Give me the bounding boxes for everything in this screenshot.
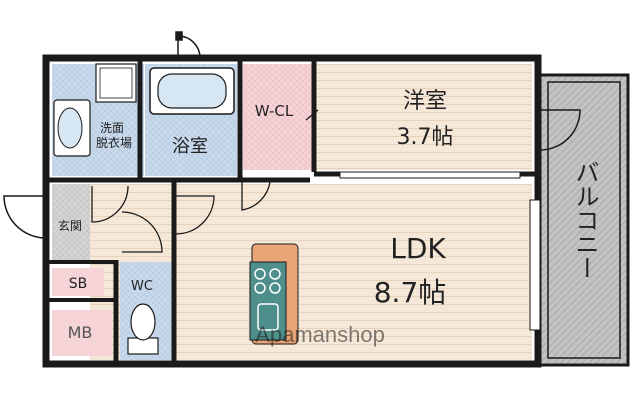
- western-room-name: 洋室: [403, 89, 447, 114]
- shoe-box: [52, 268, 104, 296]
- washer-pan-icon: [95, 63, 137, 103]
- ldk-floor: [172, 184, 532, 360]
- balcony-name: バルコニー: [571, 160, 599, 280]
- door-swing-icon: [539, 109, 581, 151]
- meter-box: [52, 310, 112, 356]
- bathtub-icon: [149, 67, 235, 115]
- ldk-name: LDK: [390, 232, 446, 265]
- bathroom-name: 浴室: [172, 136, 208, 157]
- toilet-name: WC: [131, 279, 153, 294]
- partition-windows: [339, 171, 541, 331]
- washroom-name-line1: 洗面: [100, 121, 124, 135]
- door-swing-icon: [175, 31, 201, 59]
- balcony: [538, 73, 630, 367]
- sink-icon: [53, 99, 91, 157]
- toilet-icon: [127, 303, 159, 355]
- entrance-name: 玄関: [58, 218, 82, 233]
- ldk-size: 8.7帖: [374, 276, 447, 309]
- closet-floor: [243, 64, 313, 170]
- stove-icon: [249, 243, 299, 345]
- door-swing-icon: [91, 109, 319, 253]
- shoe-box-name: SB: [69, 276, 88, 292]
- meter-box-name: MB: [68, 323, 93, 342]
- closet-name: W-CL: [255, 102, 294, 120]
- door-swing-icon: [3, 195, 47, 239]
- western-room-size: 3.7帖: [397, 125, 454, 150]
- watermark: Apamanshop: [255, 322, 385, 347]
- western-room-floor: [316, 64, 532, 170]
- washroom-name-line2: 脱衣場: [96, 135, 132, 150]
- entrance-floor: [52, 184, 90, 264]
